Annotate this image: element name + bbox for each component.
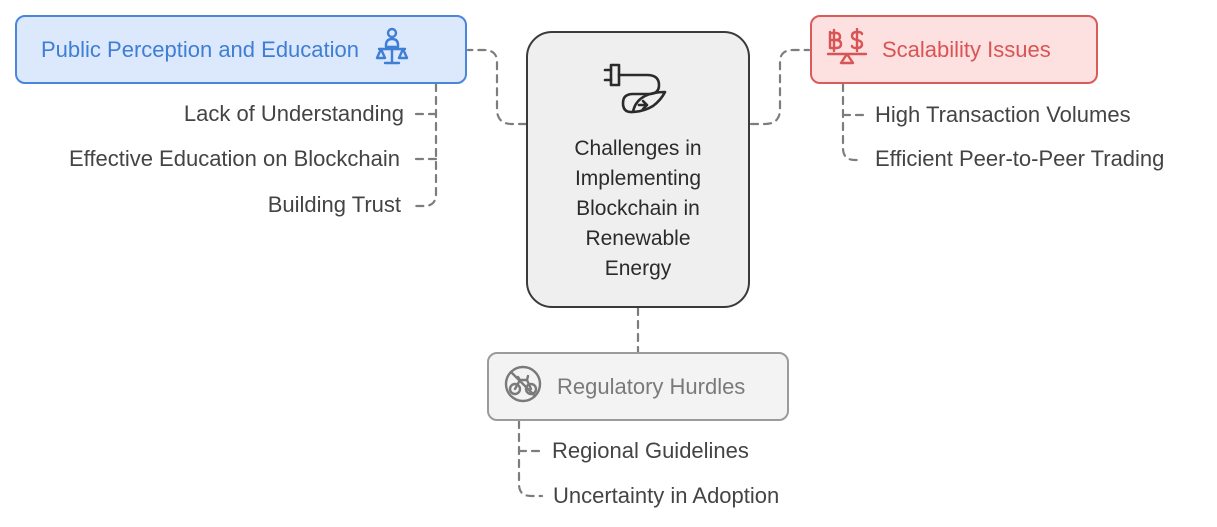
connector-center-to-public-perception — [466, 48, 528, 126]
central-topic-node: Challenges in Implementing Blockchain in… — [526, 31, 750, 308]
connector-scalability-items — [841, 82, 864, 162]
list-item: Regional Guidelines — [552, 438, 749, 463]
baht-dollar-scale-icon — [826, 27, 868, 72]
category-regulatory-label: Regulatory Hurdles — [557, 373, 746, 399]
plug-leaf-icon — [603, 56, 673, 120]
connector-regulatory-items — [517, 419, 544, 498]
category-scalability-label: Scalability Issues — [882, 36, 1051, 62]
central-topic-title: Challenges in Implementing Blockchain in… — [574, 136, 702, 280]
list-item: Efficient Peer-to-Peer Trading — [875, 146, 1165, 171]
list-item: High Transaction Volumes — [875, 102, 1131, 127]
category-public-perception-label: Public Perception and Education — [41, 36, 359, 62]
connector-public-perception-items — [410, 82, 438, 208]
category-scalability: Scalability Issues — [810, 15, 1098, 84]
list-item: Building Trust — [267, 192, 401, 217]
no-bicycle-icon — [503, 364, 543, 410]
family-balance-icon — [375, 27, 409, 73]
connector-center-to-scalability — [749, 48, 811, 126]
list-item: Effective Education on Blockchain — [68, 146, 400, 171]
category-public-perception: Public Perception and Education — [15, 15, 467, 84]
category-regulatory: Regulatory Hurdles — [487, 352, 789, 421]
list-item: Lack of Understanding — [183, 101, 404, 126]
list-item: Uncertainty in Adoption — [553, 483, 780, 508]
